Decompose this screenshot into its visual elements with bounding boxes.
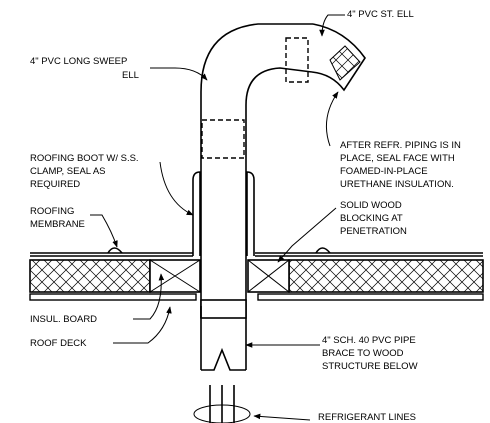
label-membrane-1: ROOFING: [30, 206, 74, 217]
label-refrigerant: REFRIGERANT LINES: [318, 412, 416, 423]
label-insul-board: INSUL. BOARD: [30, 314, 97, 325]
roof-deck: [29, 293, 484, 301]
label-st-ell: 4" PVC ST. ELL: [347, 9, 414, 20]
label-pipe-2: BRACE TO WOOD: [322, 348, 404, 359]
callout-labels: 4" PVC ST. ELL 4" PVC LONG SWEEP ELL AFT…: [30, 9, 461, 423]
roofing-membrane: [30, 247, 483, 257]
label-after-3: FOAMED-IN-PLACE: [340, 166, 428, 177]
label-boot-2: CLAMP, SEAL AS: [30, 166, 106, 177]
label-pipe-3: STRUCTURE BELOW: [322, 361, 418, 372]
label-blocking-3: PENETRATION: [340, 226, 407, 237]
label-blocking-2: BLOCKING AT: [340, 213, 403, 224]
label-boot-1: ROOFING BOOT W/ S.S.: [30, 153, 139, 164]
label-boot-3: REQUIRED: [30, 179, 80, 190]
label-after-2: PLACE, SEAL FACE WITH: [340, 153, 455, 164]
label-long-sweep-1: 4" PVC LONG SWEEP: [30, 56, 127, 67]
roofing-boot: [192, 171, 255, 256]
wood-blocking: [149, 259, 290, 293]
long-sweep-ell: [200, 23, 313, 159]
label-long-sweep-2: ELL: [122, 70, 139, 81]
label-roof-deck: ROOF DECK: [30, 338, 87, 349]
label-after-4: URETHANE INSULATION.: [340, 179, 454, 190]
refrigerant-lines: [193, 385, 251, 423]
label-blocking-1: SOLID WOOD: [340, 200, 402, 211]
street-ell: [285, 23, 366, 92]
pvc-pipe: [200, 158, 247, 371]
insulation-layer: [29, 259, 484, 293]
leader-lines: [90, 14, 345, 421]
label-after-1: AFTER REFR. PIPING IS IN: [340, 140, 461, 151]
label-pipe-1: 4" SCH. 40 PVC PIPE: [322, 335, 416, 346]
label-membrane-2: MEMBRANE: [30, 219, 85, 230]
